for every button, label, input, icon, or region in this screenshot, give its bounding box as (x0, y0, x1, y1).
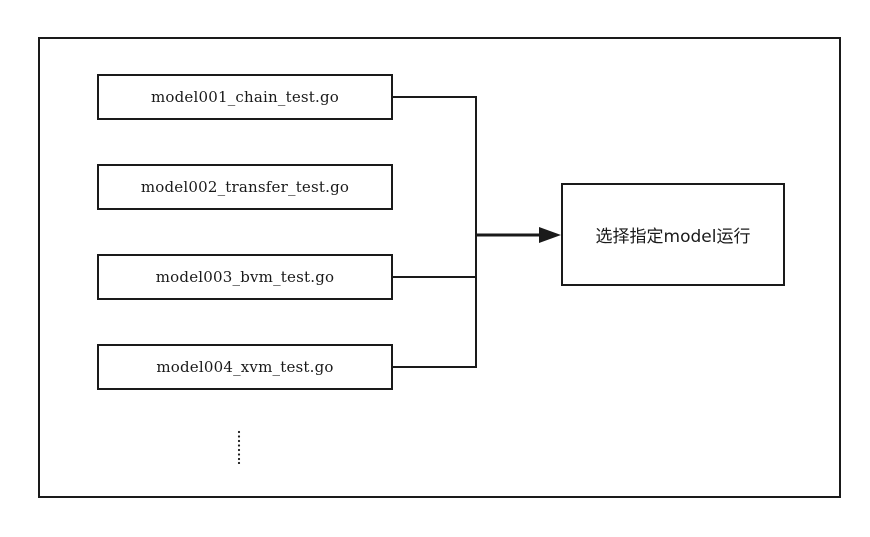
file-label: model003_bvm_test.go (155, 268, 335, 286)
file-label: model001_chain_test.go (150, 88, 340, 106)
vertical-ellipsis-icon (237, 430, 241, 464)
target-box-select-model: 选择指定model运行 (561, 183, 785, 286)
diagram-frame (38, 37, 841, 498)
file-box-model002: model002_transfer_test.go (97, 164, 393, 210)
file-label: model002_transfer_test.go (140, 178, 350, 196)
file-box-model001: model001_chain_test.go (97, 74, 393, 120)
target-label: 选择指定model运行 (595, 227, 751, 247)
file-box-model003: model003_bvm_test.go (97, 254, 393, 300)
file-box-model004: model004_xvm_test.go (97, 344, 393, 390)
file-label: model004_xvm_test.go (156, 358, 334, 376)
